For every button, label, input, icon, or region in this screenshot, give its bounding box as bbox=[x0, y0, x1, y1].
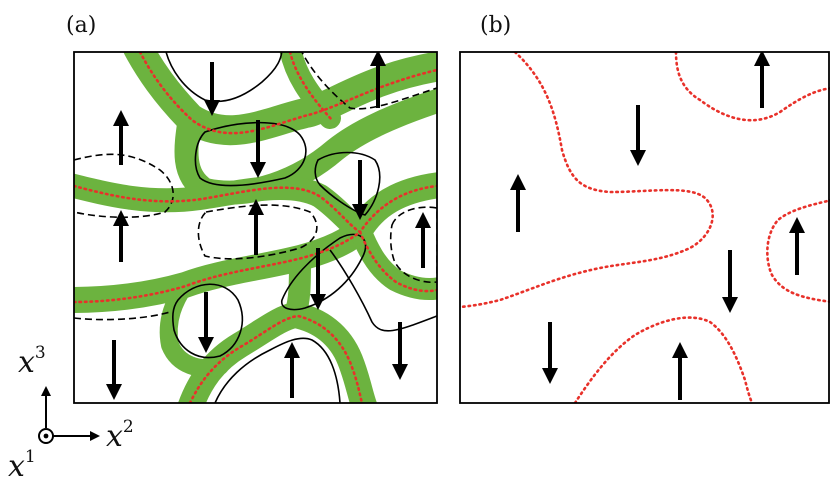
wall-center-line bbox=[188, 314, 364, 403]
domain-outline bbox=[301, 52, 437, 110]
polarization-arrows-b bbox=[510, 52, 805, 400]
wall-center-lines-b bbox=[460, 52, 830, 403]
coordinate-axes: x3 x2 x1 bbox=[8, 343, 134, 483]
wall-center-line bbox=[460, 52, 714, 309]
panel-b-frame bbox=[459, 51, 830, 404]
wall-center-line bbox=[288, 52, 334, 122]
wall-center-lines-a bbox=[74, 52, 437, 403]
wall-center-line bbox=[573, 316, 754, 403]
wall-center-line bbox=[74, 184, 437, 234]
domain-outline bbox=[214, 337, 341, 403]
x1-axis-label: x1 bbox=[8, 447, 36, 483]
wall-center-line bbox=[138, 52, 437, 135]
domain-outline bbox=[194, 121, 307, 187]
x2-axis-label: x2 bbox=[106, 417, 134, 454]
domain-outline bbox=[197, 204, 318, 260]
panel-a-label: (a) bbox=[66, 13, 96, 38]
x1-axis-dot bbox=[43, 433, 49, 439]
wall-center-line bbox=[74, 230, 362, 304]
panel-a-frame bbox=[73, 51, 438, 404]
panel-b bbox=[460, 52, 830, 403]
domain-outline bbox=[172, 283, 244, 359]
domain-outline bbox=[389, 206, 437, 284]
domain-outline bbox=[281, 233, 367, 311]
panel-a bbox=[74, 52, 437, 403]
wall-center-line bbox=[766, 199, 830, 304]
panel-b-background bbox=[460, 52, 830, 403]
domain-wall-band bbox=[284, 247, 311, 326]
domain-outline bbox=[74, 311, 171, 321]
panel-b-label: (b) bbox=[480, 13, 511, 38]
domain-wall-band bbox=[159, 276, 229, 378]
wall-center-line bbox=[358, 230, 437, 293]
x3-axis-label: x3 bbox=[18, 343, 46, 380]
wall-center-line bbox=[674, 52, 830, 122]
domain-outline bbox=[165, 52, 283, 103]
domain-outline bbox=[329, 249, 437, 332]
polarization-arrows-a bbox=[106, 52, 431, 400]
